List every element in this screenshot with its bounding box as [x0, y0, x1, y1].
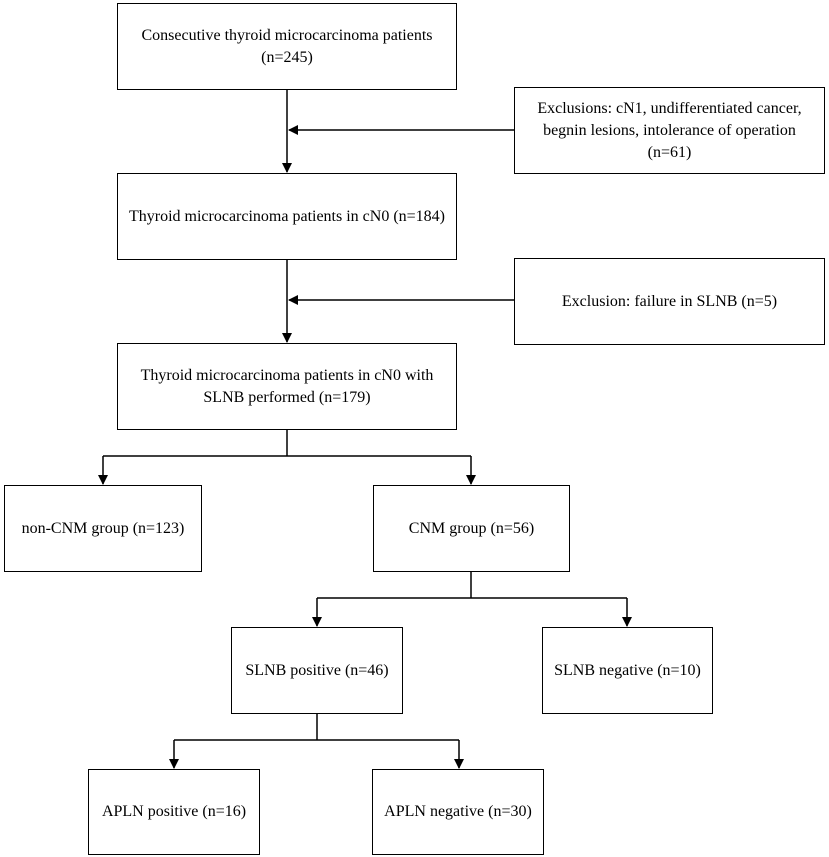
start-box: Consecutive thyroid microcarcinoma patie…: [117, 3, 457, 90]
exclusion2-label: Exclusion: failure in SLNB (n=5): [561, 292, 778, 310]
slnb-positive-box: SLNB positive (n=46): [231, 627, 403, 714]
non-cnm-box: non-CNM group (n=123): [4, 485, 202, 572]
non-cnm-label: non-CNM group (n=123): [21, 519, 185, 537]
exclusion2-box: Exclusion: failure in SLNB (n=5): [514, 258, 825, 345]
exclusion1-line1: Exclusions: cN1, undifferentiated cancer…: [537, 99, 802, 117]
slnb-performed-line2: SLNB performed (n=179): [203, 388, 371, 406]
exclusion1-line3: (n=61): [647, 143, 692, 161]
apln-positive-box: APLN positive (n=16): [88, 769, 260, 855]
slnb-negative-label: SLNB negative (n=10): [554, 661, 701, 679]
apln-negative-label: APLN negative (n=30): [384, 803, 532, 820]
start-line1: Consecutive thyroid microcarcinoma patie…: [141, 26, 433, 44]
cnm-box: CNM group (n=56): [373, 485, 570, 572]
slnb-performed-box: Thyroid microcarcinoma patients in cN0 w…: [117, 343, 457, 430]
cn0-box: Thyroid microcarcinoma patients in cN0 (…: [117, 173, 457, 260]
exclusion1-box: Exclusions: cN1, undifferentiated cancer…: [514, 87, 825, 174]
start-line2: (n=245): [261, 48, 313, 66]
cnm-label: CNM group (n=56): [408, 519, 535, 537]
slnb-positive-label: SLNB positive (n=46): [245, 661, 389, 679]
exclusion1-line2: begnin lesions, intolerance of operation: [543, 121, 796, 139]
apln-positive-label: APLN positive (n=16): [101, 803, 247, 820]
cn0-label: Thyroid microcarcinoma patients in cN0 (…: [128, 207, 446, 225]
slnb-performed-line1: Thyroid microcarcinoma patients in cN0 w…: [140, 366, 434, 384]
apln-negative-box: APLN negative (n=30): [372, 769, 544, 855]
slnb-negative-box: SLNB negative (n=10): [542, 627, 713, 714]
